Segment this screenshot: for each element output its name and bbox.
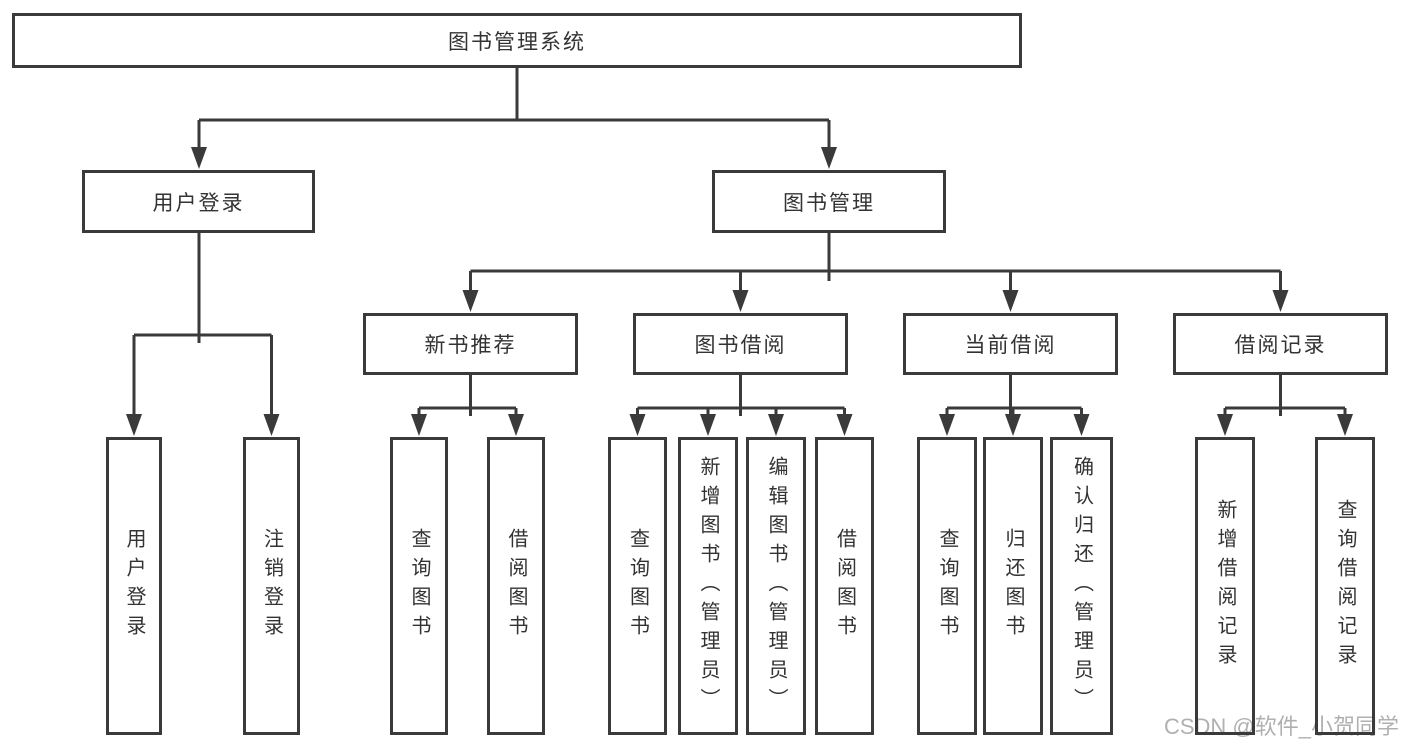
- leaf-current-return-books-label: 归还图书: [1002, 528, 1024, 644]
- node-user-login-label: 用户登录: [152, 191, 245, 215]
- leaf-newbook-borrow-books: 借阅图书: [487, 437, 545, 735]
- leaf-logout-label: 注销登录: [260, 528, 283, 644]
- leaf-records-query-record-label: 查询借阅记录: [1334, 499, 1356, 673]
- leaf-borrow-edit-books-admin: 编辑图书（管理员）: [746, 437, 806, 735]
- node-book-borrow-label: 图书借阅: [694, 334, 787, 357]
- node-book-management: 图书管理: [712, 170, 946, 233]
- leaf-borrow-edit-books-admin-label: 编辑图书（管理员）: [765, 455, 787, 717]
- node-root: 图书管理系统: [12, 13, 1022, 68]
- leaf-current-query-books-label: 查询图书: [936, 528, 958, 644]
- leaf-current-confirm-return-admin-label: 确认归还（管理员）: [1070, 455, 1093, 717]
- node-book-management-label: 图书管理: [783, 191, 875, 215]
- leaf-newbook-borrow-books-label: 借阅图书: [505, 528, 527, 644]
- leaf-user-login: 用户登录: [106, 437, 162, 735]
- node-user-login: 用户登录: [82, 170, 315, 233]
- leaf-newbook-query-books-label: 查询图书: [408, 528, 430, 644]
- leaf-borrow-add-books-admin: 新增图书（管理员）: [678, 437, 738, 735]
- node-new-book-recommend-label: 新书推荐: [424, 334, 517, 357]
- node-current-borrow-label: 当前借阅: [964, 334, 1057, 357]
- leaf-current-confirm-return-admin: 确认归还（管理员）: [1050, 437, 1113, 735]
- leaf-logout: 注销登录: [243, 437, 300, 735]
- node-new-book-recommend: 新书推荐: [363, 313, 578, 375]
- leaf-records-add-record-label: 新增借阅记录: [1214, 499, 1236, 673]
- node-borrow-records-label: 借阅记录: [1234, 334, 1327, 357]
- node-borrow-records: 借阅记录: [1173, 313, 1388, 375]
- leaf-current-return-books: 归还图书: [983, 437, 1043, 735]
- leaf-newbook-query-books: 查询图书: [390, 437, 448, 735]
- node-root-label: 图书管理系统: [448, 30, 586, 54]
- leaf-borrow-borrow-books-label: 借阅图书: [833, 528, 856, 644]
- leaf-borrow-borrow-books: 借阅图书: [815, 437, 874, 735]
- csdn-watermark: CSDN @软件_小贺同学: [1163, 714, 1399, 739]
- leaf-records-add-record: 新增借阅记录: [1195, 437, 1255, 735]
- node-current-borrow: 当前借阅: [903, 313, 1118, 375]
- arrowheads: [126, 147, 1353, 436]
- leaf-user-login-label: 用户登录: [123, 528, 145, 644]
- leaf-borrow-query-books-label: 查询图书: [626, 528, 649, 644]
- leaf-records-query-record: 查询借阅记录: [1315, 437, 1375, 735]
- leaf-borrow-add-books-admin-label: 新增图书（管理员）: [697, 455, 719, 717]
- leaf-borrow-query-books: 查询图书: [608, 437, 667, 735]
- leaf-current-query-books: 查询图书: [917, 437, 977, 735]
- node-book-borrow: 图书借阅: [633, 313, 848, 375]
